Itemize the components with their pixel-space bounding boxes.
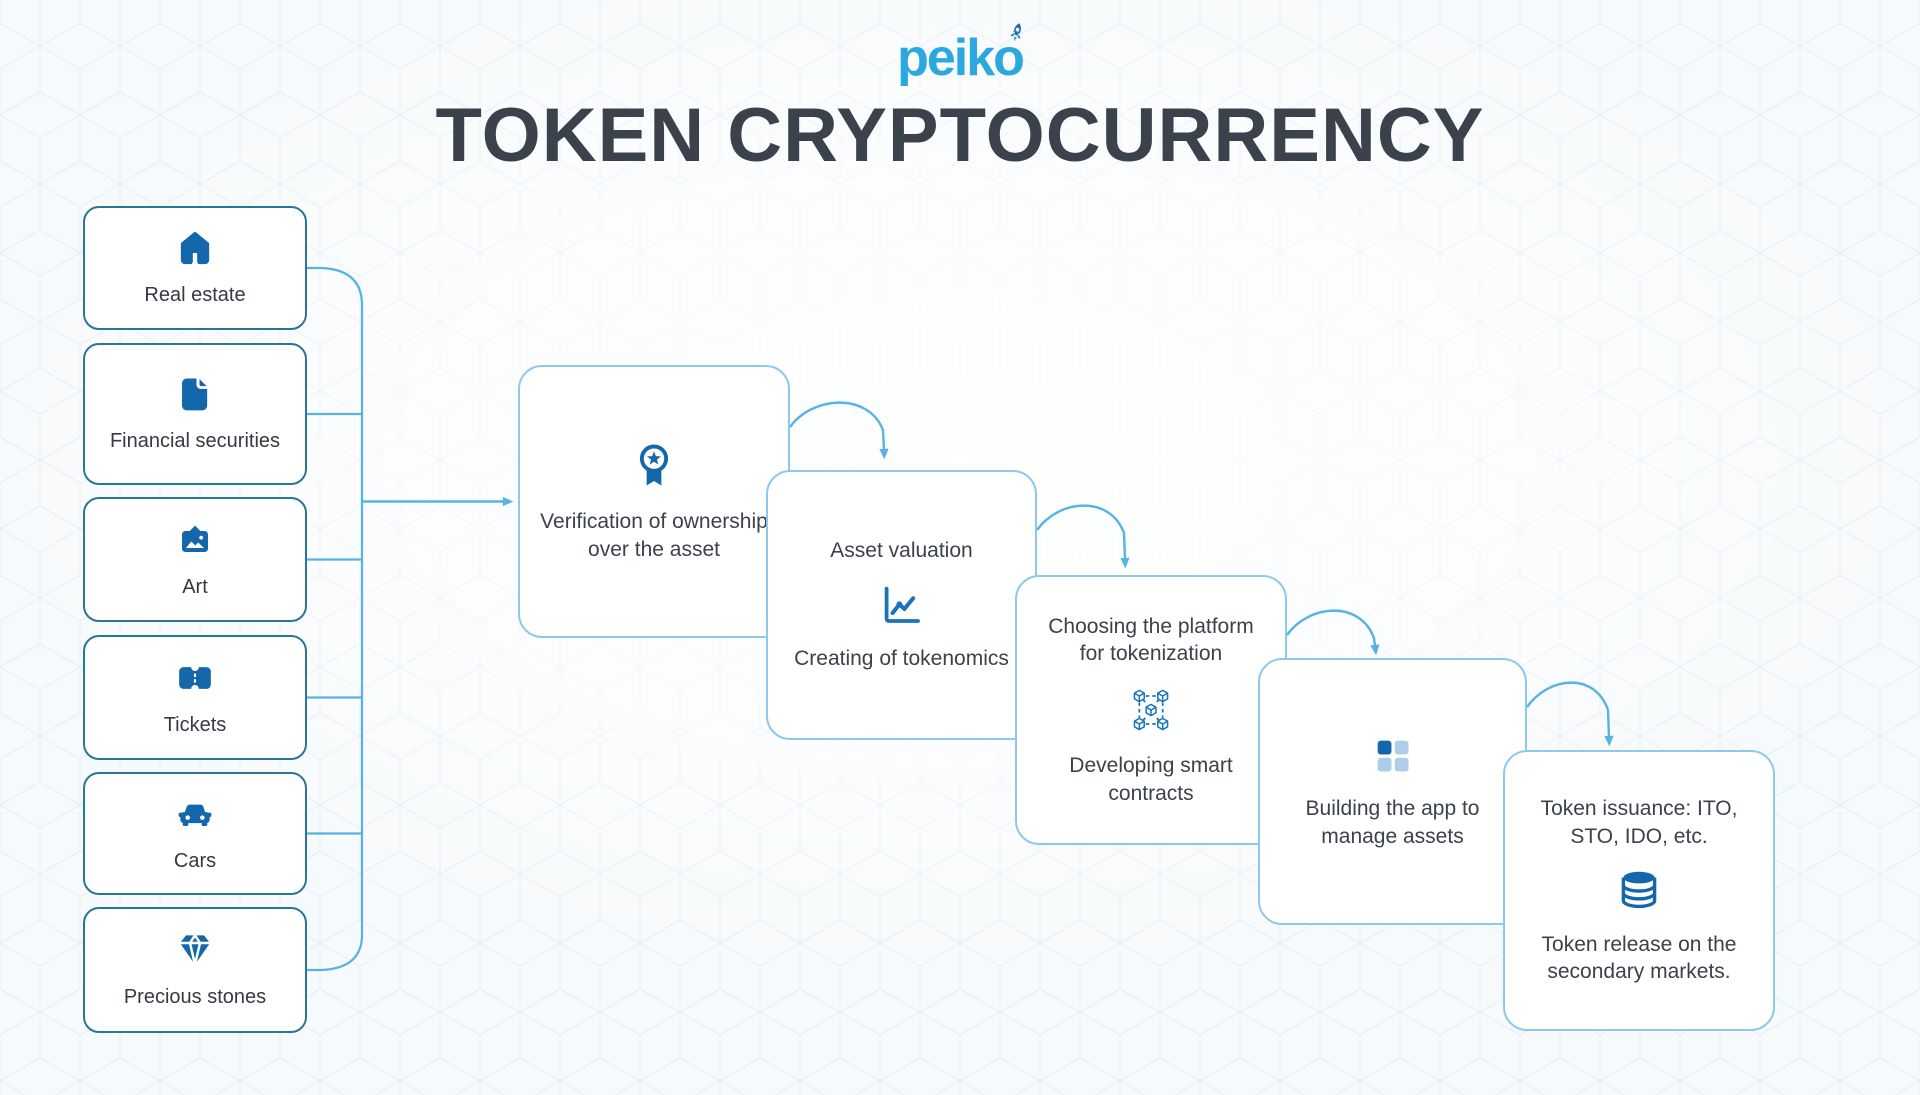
- step-text: Choosing the platform for tokenization: [1048, 614, 1254, 666]
- ticket-icon: [179, 662, 211, 693]
- step-box-asset-valuation: Asset valuation Creating of tokenomics: [766, 470, 1037, 740]
- logo: peiko: [0, 22, 1920, 87]
- asset-label: Real estate: [144, 284, 246, 306]
- step-box-app-building: Building the app to manage assets: [1258, 658, 1527, 925]
- asset-label: Cars: [173, 849, 217, 872]
- medal-icon: [639, 444, 669, 486]
- step-text: Token release on the secondary markets.: [1541, 932, 1737, 984]
- step-text: Building the app to manage assets: [1305, 796, 1480, 848]
- step-box-verification: Verification of ownership over the asset: [518, 365, 790, 638]
- asset-label: Financial securities: [109, 430, 281, 452]
- diamond-icon: [180, 934, 210, 965]
- asset-box-cars: Cars: [83, 772, 307, 895]
- asset-box-real-estate: Real estate: [83, 206, 307, 330]
- document-icon: [182, 378, 208, 411]
- asset-label: Precious stones: [123, 986, 267, 1008]
- step-box-platform-choice: Choosing the platform for tokenization D…: [1015, 575, 1287, 845]
- step-text: Asset valuation: [830, 539, 973, 563]
- logo-text: peiko: [897, 29, 1025, 87]
- step-text: Token issuance: ITO, STO, IDO, etc.: [1540, 797, 1738, 848]
- asset-box-tickets: Tickets: [83, 635, 307, 760]
- step-text: Developing smart contracts: [1069, 754, 1233, 805]
- database-icon: [1621, 871, 1657, 908]
- asset-box-art: Art: [83, 497, 307, 622]
- page-title: TOKEN CRYPTOCURRENCY: [435, 93, 1485, 178]
- car-icon: [178, 804, 212, 826]
- app-grid-icon: [1377, 740, 1409, 772]
- asset-label: Tickets: [163, 713, 227, 736]
- house-icon: [180, 231, 210, 265]
- rocket-icon: [1007, 22, 1022, 42]
- step-box-token-issuance: Token issuance: ITO, STO, IDO, etc. Toke…: [1503, 750, 1775, 1031]
- asset-box-precious-stones: Precious stones: [83, 907, 307, 1033]
- step-text: Verification of ownership over the asset: [540, 509, 768, 561]
- asset-box-financial-securities: Financial securities: [83, 343, 307, 485]
- picture-icon: [182, 525, 208, 552]
- blockchain-icon: [1133, 689, 1169, 731]
- step-text: Creating of tokenomics: [794, 647, 1009, 670]
- line-chart-icon: [884, 586, 920, 623]
- asset-label: Art: [182, 575, 208, 598]
